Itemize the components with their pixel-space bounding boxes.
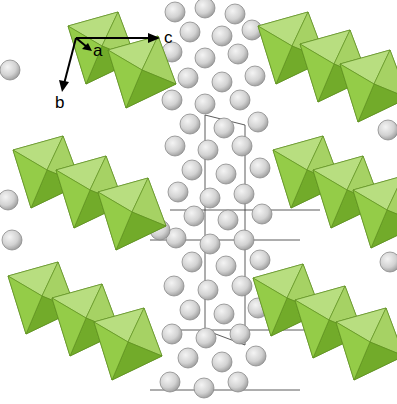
- axis-label: b: [55, 94, 64, 111]
- axis-label: a: [93, 42, 102, 59]
- axis-label: c: [164, 29, 173, 46]
